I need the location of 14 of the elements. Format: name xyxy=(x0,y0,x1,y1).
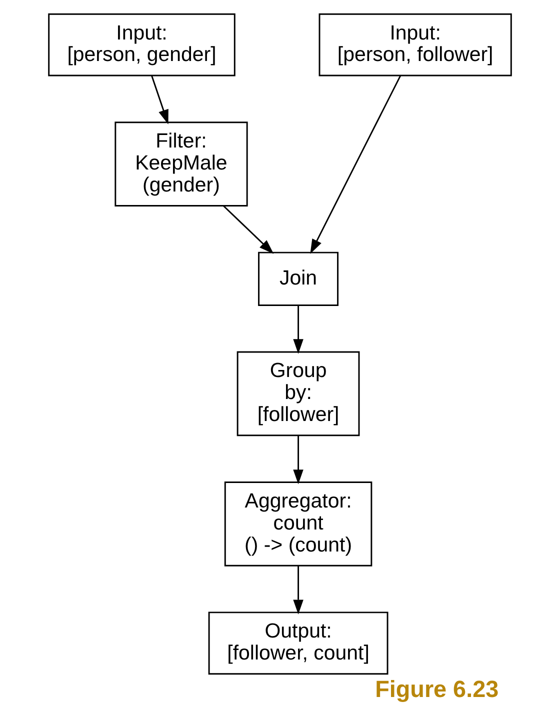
node-box: Filter: KeepMale (gender) xyxy=(114,122,248,206)
node-box: Input: [person, follower] xyxy=(318,13,512,76)
arrow xyxy=(222,205,274,254)
caption: Figure 6.23 xyxy=(374,676,498,702)
node-box: Join xyxy=(258,252,338,306)
arrow xyxy=(292,306,303,354)
node-box: Aggregator: count () -> (count) xyxy=(224,482,372,566)
node-box: Output: [follower, count] xyxy=(208,612,388,675)
arrow xyxy=(292,435,303,484)
node-box: Group by: [follower] xyxy=(236,351,360,436)
arrow xyxy=(310,75,401,254)
arrow xyxy=(292,566,303,614)
node-box: Input: [person, gender] xyxy=(48,13,235,76)
arrow xyxy=(150,75,168,124)
